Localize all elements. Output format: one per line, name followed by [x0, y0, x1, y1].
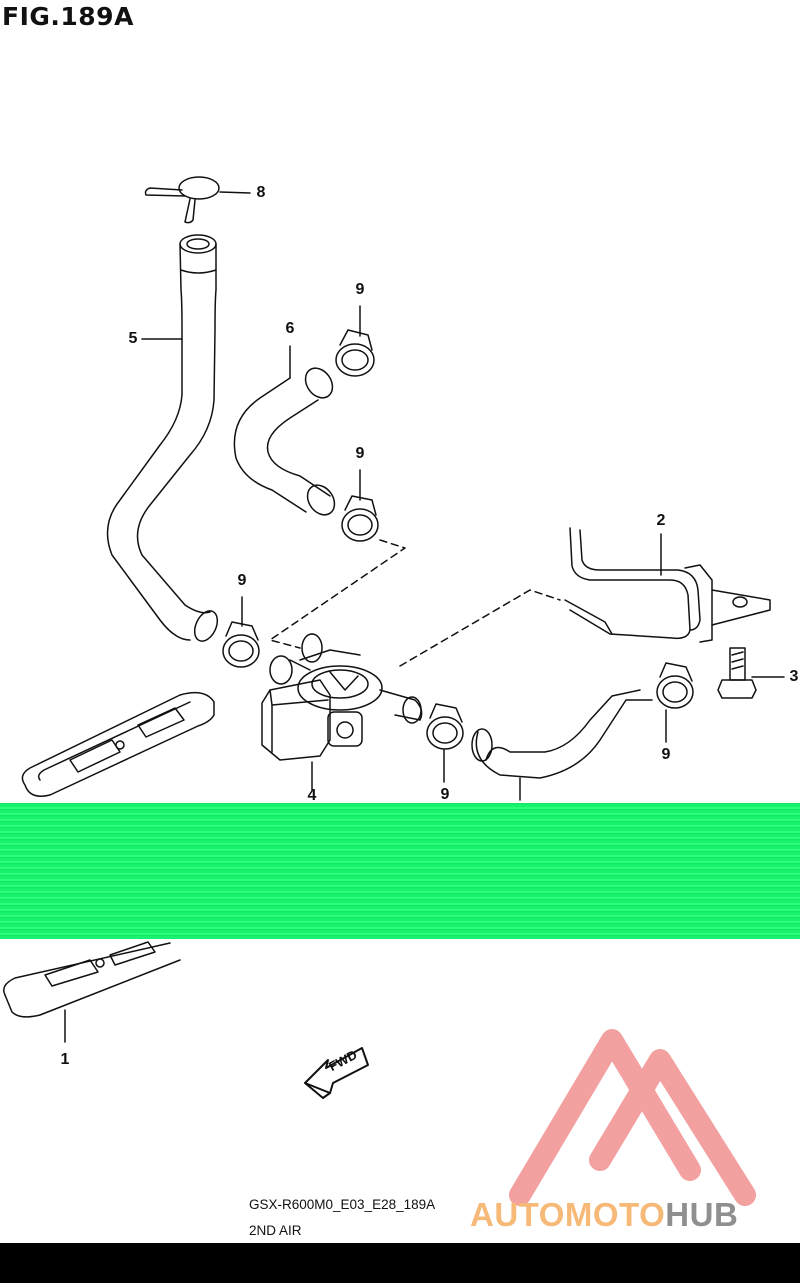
diagram-name: 2ND AIR — [249, 1223, 302, 1238]
bolt-part-3 — [717, 647, 785, 699]
callout-3: 3 — [789, 668, 799, 685]
watermark-part-1: AUTOMOTO — [470, 1196, 666, 1233]
callout-4: 4 — [307, 787, 317, 804]
clamp-part-9-e — [656, 662, 694, 743]
gasket-part-1 — [3, 691, 215, 1043]
fwd-arrow-icon — [304, 1047, 369, 1099]
callout-6: 6 — [285, 320, 295, 337]
hose-part-5 — [106, 234, 219, 642]
callout-9-b: 9 — [355, 445, 365, 462]
clamp-part-9-b — [341, 469, 379, 542]
bottom-bar — [0, 1243, 800, 1283]
callout-9-c: 9 — [237, 572, 247, 589]
valve-part-4 — [261, 633, 423, 791]
pipe-bracket-part-2 — [564, 527, 771, 643]
figure-title: FIG.189A — [2, 2, 134, 31]
callout-9-d: 9 — [440, 786, 450, 803]
callout-2: 2 — [656, 512, 666, 529]
callout-9-e: 9 — [661, 746, 671, 763]
cap-part-8 — [144, 176, 251, 224]
callout-9-a: 9 — [355, 281, 365, 298]
callout-5: 5 — [128, 330, 138, 347]
callout-8: 8 — [256, 184, 266, 201]
guide-lines — [269, 539, 561, 667]
clamp-part-9-c — [222, 596, 260, 668]
clamp-part-9-a — [335, 305, 375, 377]
watermark-text: AUTOMOTOHUB — [470, 1196, 738, 1234]
watermark-logo-icon — [509, 1029, 756, 1206]
watermark-part-2: HUB — [665, 1196, 739, 1233]
artifact-band — [0, 803, 800, 939]
clamp-part-9-d — [426, 703, 464, 783]
callout-1: 1 — [60, 1051, 70, 1068]
hose-part-6 — [233, 345, 336, 516]
hose-lower — [471, 689, 653, 801]
diagram-code: GSX-R600M0_E03_E28_189A — [249, 1197, 436, 1212]
